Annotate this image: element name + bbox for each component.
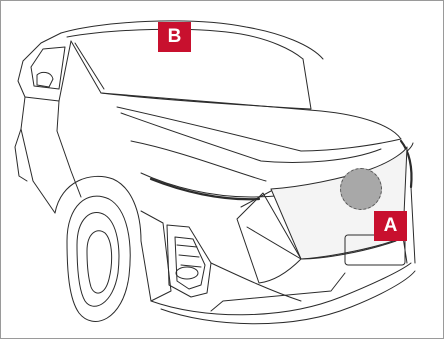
marker-b-label: B <box>158 22 191 52</box>
marker-a-label: A <box>374 211 407 241</box>
sensor-area-indicator <box>340 168 382 210</box>
